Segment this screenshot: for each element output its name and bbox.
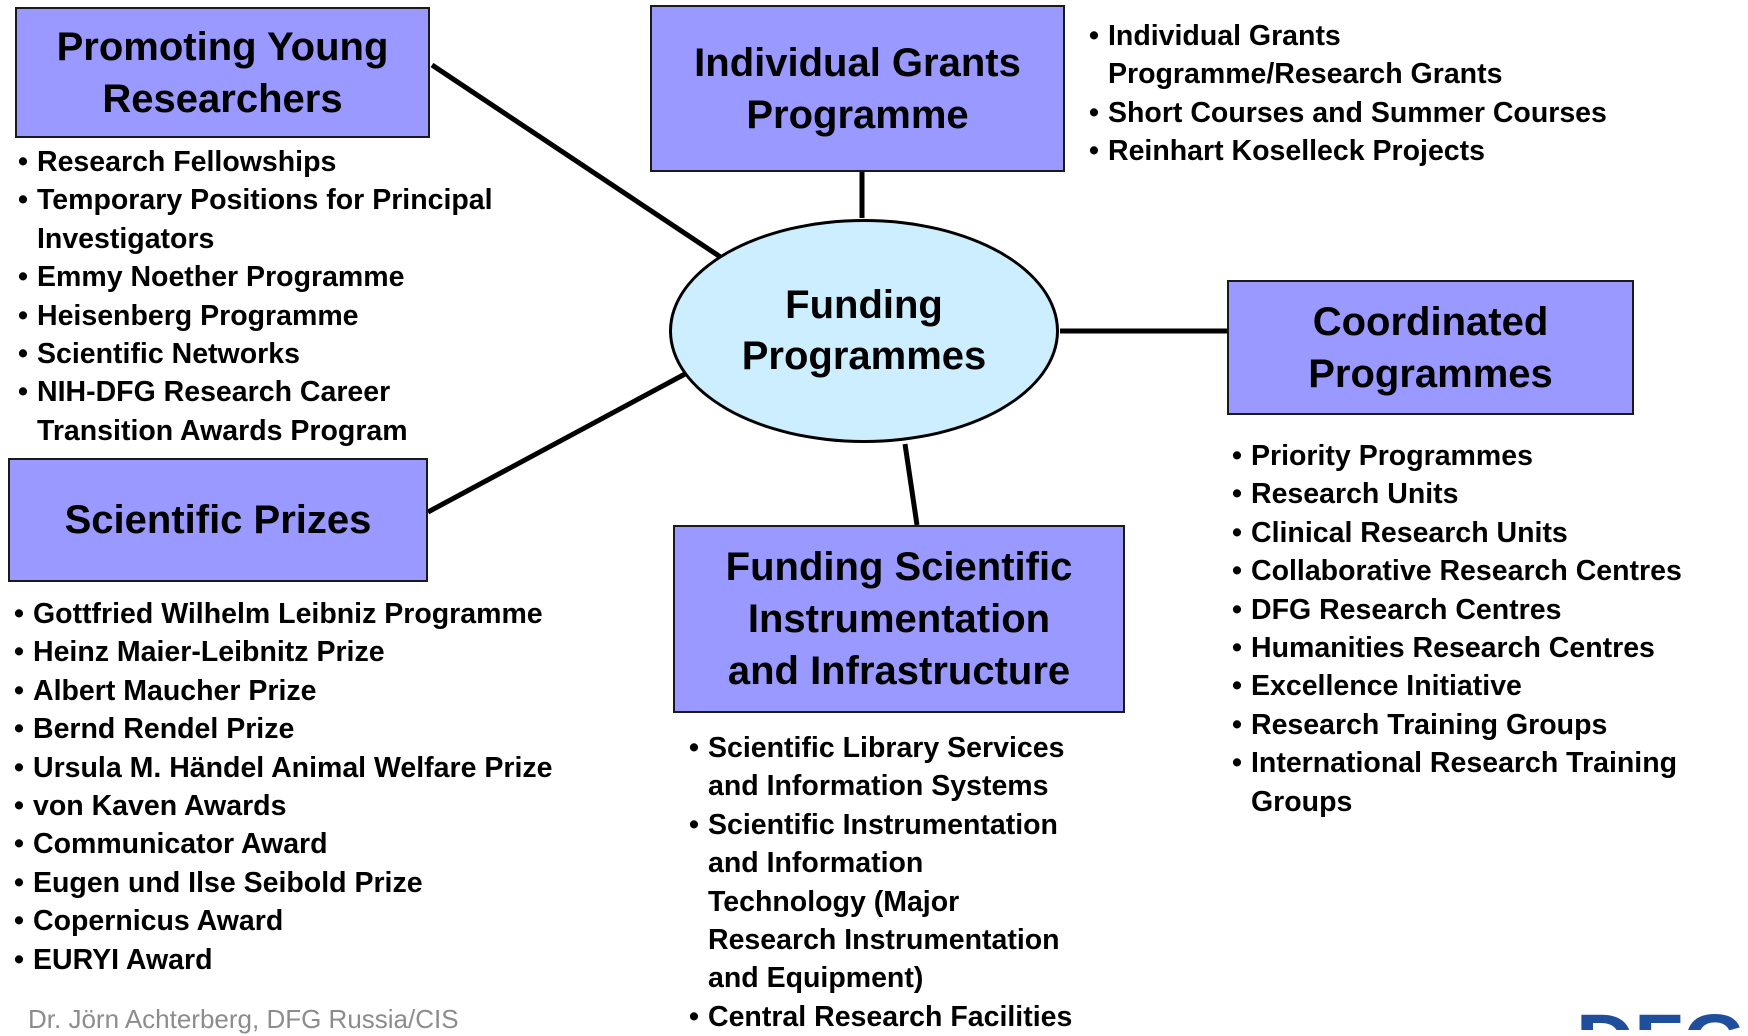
box-title-individual: Individual Grants Programme [694, 40, 1021, 137]
list-item: Collaborative Research Centres [1229, 552, 1744, 591]
list-item: Heinz Maier-Leibnitz Prize [11, 633, 651, 672]
list-item: Eugen und Ilse Seibold Prize [11, 864, 651, 903]
box-title-prizes: Scientific Prizes [64, 498, 372, 542]
box-title-infrastructure: Funding Scientific Instrumentation and I… [725, 545, 1073, 693]
dfg-logo-text: DFG [1576, 1008, 1746, 1030]
scientific-prizes-box: Scientific Prizes [8, 458, 428, 582]
list-item: Emmy Noether Programme [15, 258, 575, 297]
list-coordinated-programmes: Priority Programmes Research Units Clini… [1229, 437, 1744, 821]
hub-label: Funding Programmes [741, 283, 987, 378]
list-item: Heisenberg Programme [15, 297, 575, 336]
list-item: Temporary Positions for Principal Invest… [15, 181, 575, 258]
list-item: Scientific Instrumentation and Informati… [686, 806, 1156, 998]
list-item: Central Research Facilities [686, 998, 1156, 1036]
list-individual-grants: Individual Grants Programme/Research Gra… [1086, 17, 1726, 171]
list-item: Reinhart Koselleck Projects [1086, 132, 1726, 171]
list-item: Clinical Research Units [1229, 514, 1744, 553]
list-item: Albert Maucher Prize [11, 672, 651, 711]
list-item: Short Courses and Summer Courses [1086, 94, 1726, 133]
list-item: Ursula M. Händel Animal Welfare Prize [11, 749, 651, 788]
dfg-logo: DFG [1576, 1008, 1746, 1030]
list-item: Scientific Library Services and Informat… [686, 729, 1156, 806]
list-item: Copernicus Award [11, 902, 651, 941]
list-item: DFG Research Centres [1229, 591, 1744, 630]
list-scientific-prizes: Gottfried Wilhelm Leibniz Programme Hein… [11, 595, 651, 979]
individual-grants-box: Individual Grants Programme [650, 5, 1065, 172]
list-item: Humanities Research Centres [1229, 629, 1744, 668]
list-item: NIH-DFG Research Career Transition Award… [15, 373, 575, 450]
list-item: Gottfried Wilhelm Leibniz Programme [11, 595, 651, 634]
list-item: EURYI Award [11, 941, 651, 980]
list-item: Research Training Groups [1229, 706, 1744, 745]
list-item: von Kaven Awards [11, 787, 651, 826]
list-item: Scientific Networks [15, 335, 575, 374]
connector-infrastructure [902, 443, 920, 526]
list-item: Research Fellowships [15, 143, 575, 182]
list-item: Excellence Initiative [1229, 667, 1744, 706]
list-item: Bernd Rendel Prize [11, 710, 651, 749]
box-title-young: Promoting Young Researchers [56, 24, 389, 121]
box-title-coordinated: Coordinated Programmes [1308, 299, 1553, 396]
list-young-researchers: Research Fellowships Temporary Positions… [15, 143, 575, 450]
list-item: Individual Grants Programme/Research Gra… [1086, 17, 1726, 94]
list-item: Communicator Award [11, 825, 651, 864]
instrumentation-infrastructure-box: Funding Scientific Instrumentation and I… [673, 525, 1125, 713]
list-instrumentation-infrastructure: Scientific Library Services and Informat… [686, 729, 1156, 1036]
list-item: Research Units [1229, 475, 1744, 514]
list-item: International Research Training Groups [1229, 744, 1744, 821]
connector-young [430, 62, 724, 261]
funding-programmes-hub: Funding Programmes [669, 219, 1059, 443]
footer-author: Dr. Jörn Achterberg, DFG Russia/CIS [28, 1004, 459, 1034]
list-item: Priority Programmes [1229, 437, 1744, 476]
coordinated-programmes-box: Coordinated Programmes [1227, 280, 1634, 415]
promoting-young-researchers-box: Promoting Young Researchers [15, 7, 430, 138]
